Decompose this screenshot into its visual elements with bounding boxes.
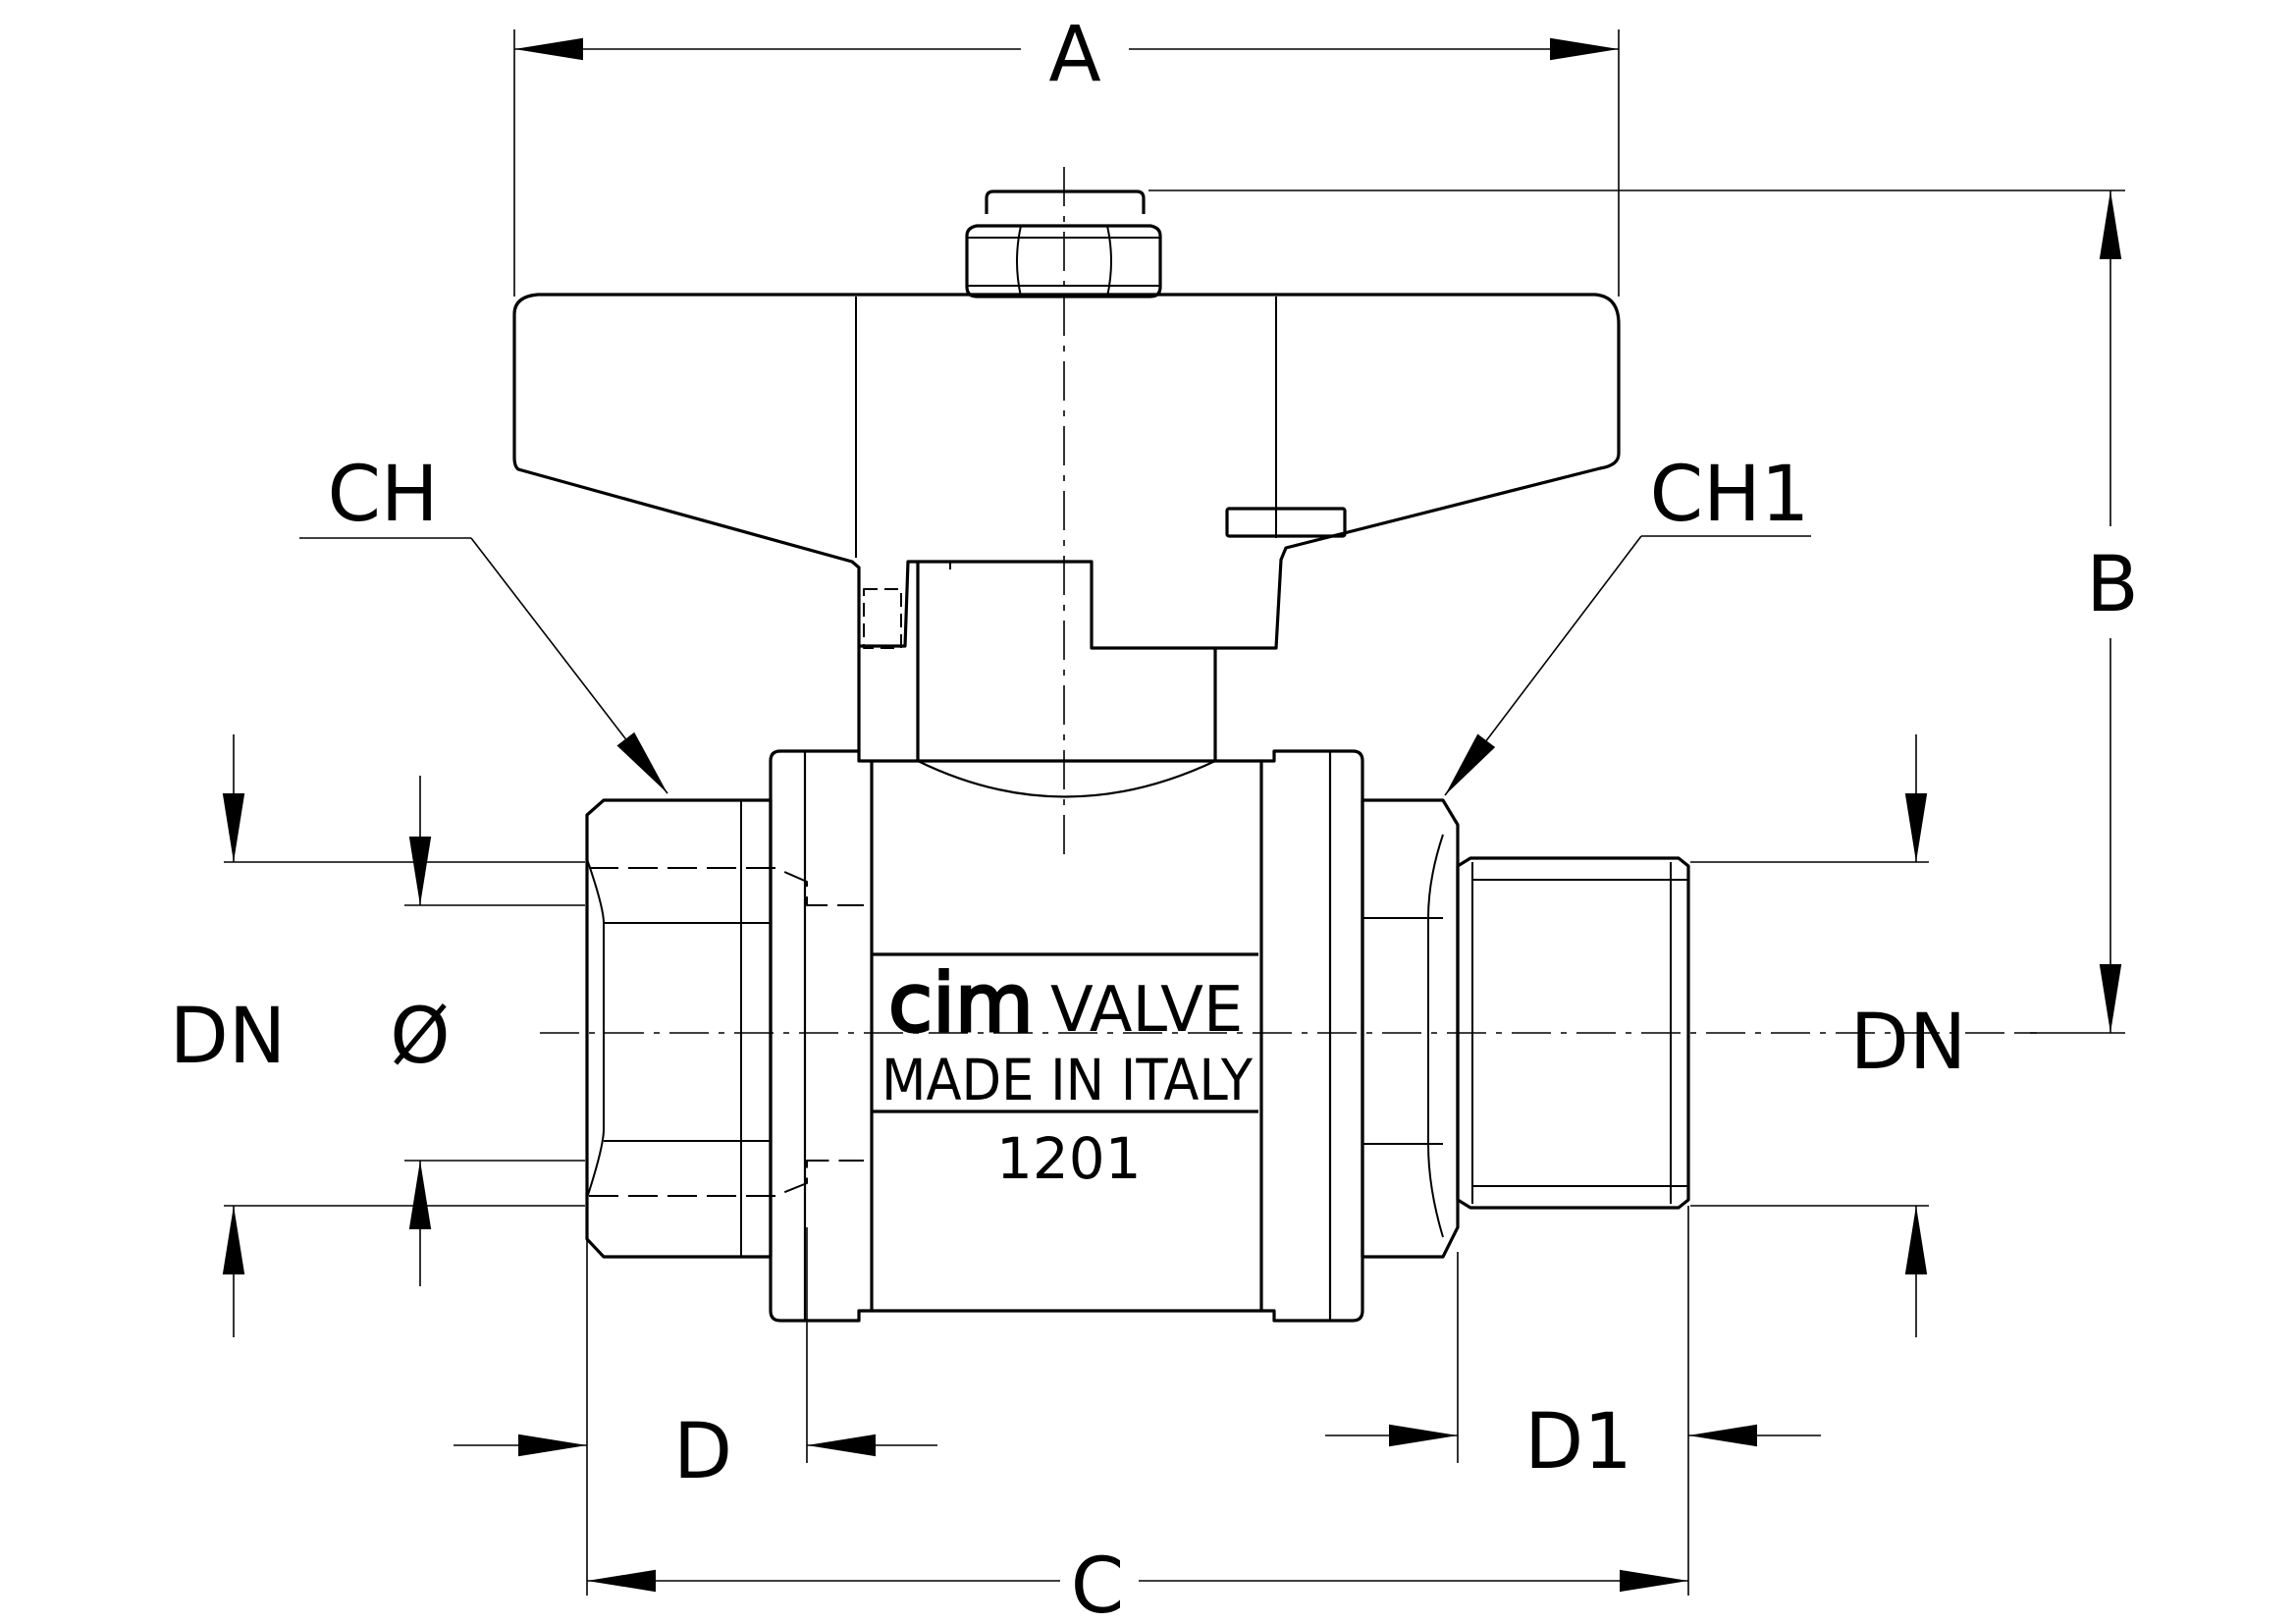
marking-origin: MADE IN ITALY (881, 1047, 1254, 1113)
stem (857, 562, 1217, 798)
label-b: B (2086, 541, 2139, 629)
dimension-lines (222, 37, 2122, 1593)
label-c: C (1071, 1543, 1124, 1624)
label-d: D (673, 1408, 732, 1496)
extension-lines (224, 29, 2125, 1596)
left-hex-nut (585, 798, 864, 1259)
marking-brand-suffix: VALVE (1050, 974, 1243, 1047)
center-lines (540, 167, 2037, 1034)
male-thread-end (1456, 856, 1690, 1210)
dimension-labels: A B C D D1 CH CH1 DN Ø DN (170, 11, 2139, 1624)
valve-body (769, 749, 1364, 1323)
right-hex-nut (1361, 798, 1460, 1259)
label-a: A (1048, 11, 1100, 99)
marking-brand: cim (888, 957, 1034, 1051)
label-dn-left: DN (170, 993, 286, 1081)
label-dn-right: DN (1850, 999, 1966, 1087)
label-bore: Ø (390, 993, 450, 1081)
label-ch1: CH1 (1650, 451, 1810, 539)
body-marking: cim VALVE MADE IN ITALY 1201 (881, 956, 1254, 1193)
label-ch: CH (327, 451, 438, 539)
butterfly-handle (512, 293, 1621, 650)
marking-code: 1201 (996, 1125, 1142, 1192)
valve-outline (512, 189, 1690, 1323)
label-d1: D1 (1524, 1398, 1632, 1487)
